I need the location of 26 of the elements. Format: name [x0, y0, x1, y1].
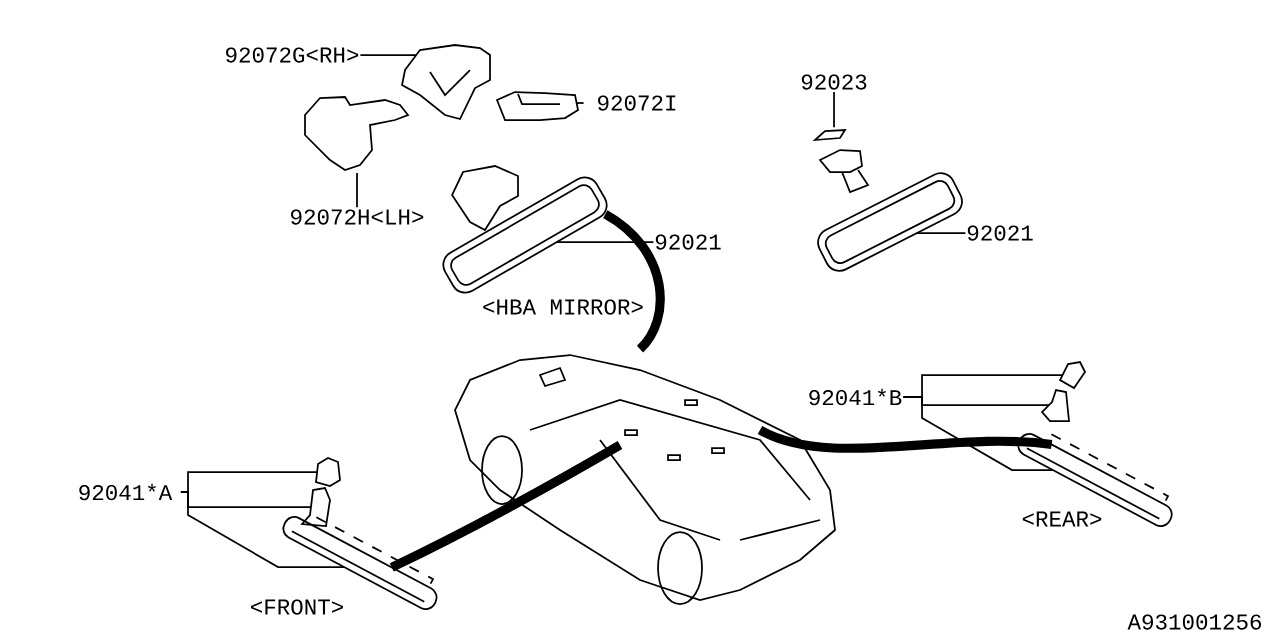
part-number: 92072H<LH> [291, 209, 424, 225]
leader-line [833, 91, 835, 128]
leader-line [180, 491, 345, 568]
part-number: 92023 [801, 74, 867, 90]
lamp-drawing [1017, 433, 1173, 527]
leader-line [575, 102, 585, 104]
part-number: 92072G<RH> [226, 47, 359, 63]
cover-drawing [304, 96, 410, 171]
part-number: 92041*A [79, 483, 173, 501]
leader-line [356, 172, 358, 208]
part-number: 92072I [598, 95, 676, 111]
part-number: 92021 [655, 234, 721, 250]
leader-line [916, 232, 967, 234]
clip-drawing [315, 457, 341, 487]
mirror-drawing [817, 149, 963, 272]
leader-line [556, 241, 655, 243]
mirror-drawing [442, 165, 608, 294]
cover-drawing [401, 44, 491, 121]
diagram-code: A931001256 [1127, 614, 1261, 630]
variant-label: <HBA MIRROR> [483, 299, 643, 315]
variant-label: <FRONT> [251, 599, 343, 615]
leader-line [902, 396, 1054, 471]
leader-line [359, 54, 417, 56]
part-number: 92021 [967, 225, 1033, 241]
variant-label: <REAR> [1022, 511, 1102, 527]
part-number: 92041*B [809, 388, 902, 406]
